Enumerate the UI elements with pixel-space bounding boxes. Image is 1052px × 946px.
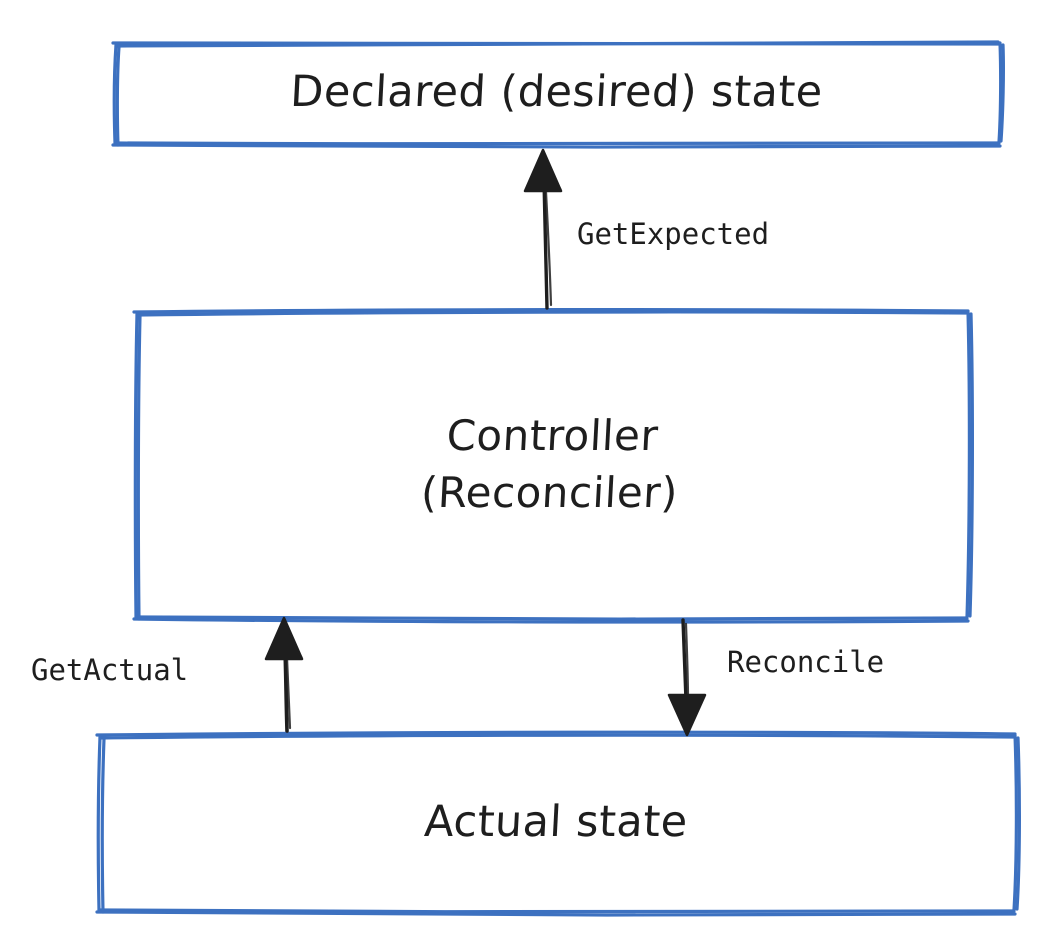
node-box-controller[interactable] <box>132 308 974 624</box>
node-box-declared[interactable] <box>111 40 1005 149</box>
node-box-actual[interactable] <box>95 730 1021 917</box>
arrow-get-expected[interactable] <box>523 148 563 310</box>
arrow-get-actual[interactable] <box>264 616 304 733</box>
arrow-reconcile[interactable] <box>667 618 707 737</box>
